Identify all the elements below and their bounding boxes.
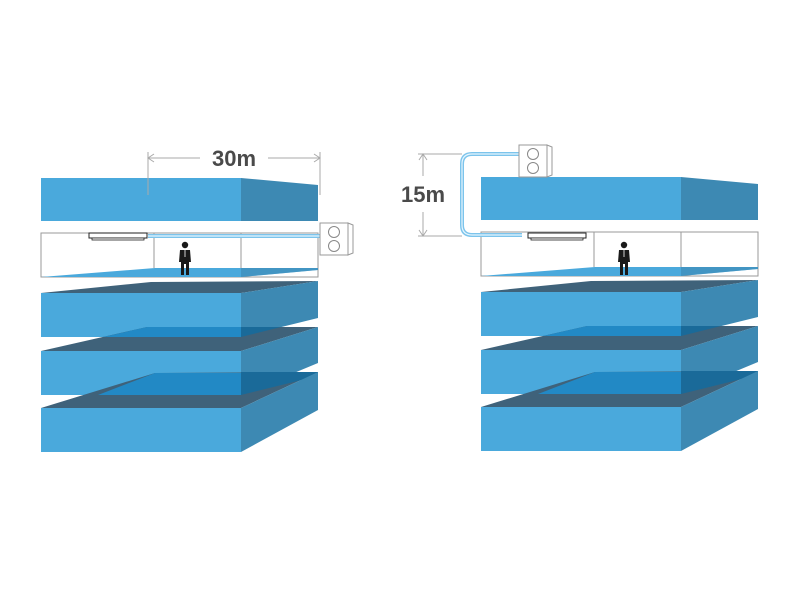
left-outdoor-unit xyxy=(319,222,354,256)
left-horizontal-dimension: 30m xyxy=(147,146,321,195)
left-building xyxy=(40,177,319,453)
right-building xyxy=(480,176,759,452)
left-distance-label: 30m xyxy=(212,146,256,171)
right-vertical-dimension: 15m xyxy=(401,153,462,237)
right-indoor-cassette-unit xyxy=(527,232,587,241)
right-refrigerant-pipe xyxy=(460,152,522,237)
right-height-label: 15m xyxy=(401,182,445,207)
left-diagram: 30m xyxy=(40,146,354,453)
right-diagram: 15m xyxy=(401,144,759,452)
right-outdoor-unit xyxy=(518,144,553,178)
left-indoor-cassette-unit xyxy=(88,232,148,241)
